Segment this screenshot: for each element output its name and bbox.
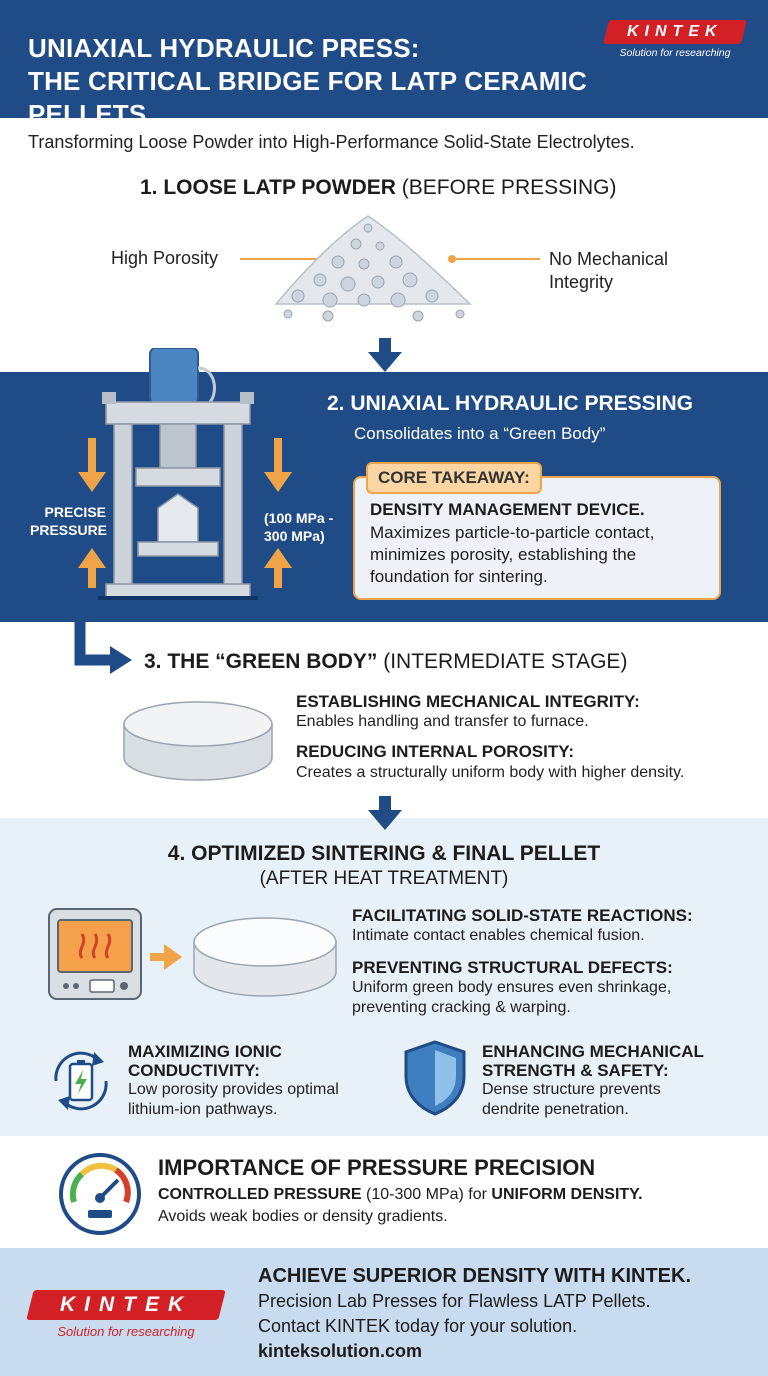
label-no-integrity: No Mechanical Integrity [549, 248, 668, 294]
brand-name: KINTEK [59, 1293, 193, 1316]
brand-logo-header[interactable]: KINTEK Solution for researching [603, 20, 747, 59]
section2-subtitle: Consolidates into a “Green Body” [354, 424, 606, 443]
pressure-range-line1: (100 MPa - [264, 510, 334, 526]
pressure-range-line2: 300 MPa) [264, 528, 325, 544]
section3-title-bold: 3. THE “GREEN BODY” [144, 650, 378, 673]
section1-title-rest: (BEFORE PRESSING) [395, 176, 617, 199]
section5-line2: Avoids weak bodies or density gradients. [158, 1208, 448, 1225]
benefit-head-line1: ENHANCING MECHANICAL [482, 1042, 704, 1061]
footer-url-link[interactable]: kinteksolution.com [258, 1341, 423, 1361]
sintering-item-body-line1: Uniform green body ensures even shrinkag… [352, 979, 672, 996]
elbow-arrow-icon [74, 622, 132, 674]
battery-cycle-icon [54, 1051, 108, 1111]
brand-name: KINTEK [627, 23, 723, 40]
green-body-item-head: REDUCING INTERNAL POROSITY: [296, 742, 574, 761]
section3-title-rest: (INTERMEDIATE STAGE) [377, 650, 628, 673]
sintering-item-body: Intimate contact enables chemical fusion… [352, 927, 645, 944]
core-takeaway-body: Maximizes particle-to-particle contact, … [370, 523, 655, 586]
precise-pressure-label: PRECISE PRESSURE [30, 503, 108, 539]
powder-pile-icon [274, 215, 472, 322]
benefit-body-line2: dendrite penetration. [482, 1101, 629, 1118]
section4-subtitle: (AFTER HEAT TREATMENT) [259, 868, 509, 889]
sintering-item-head: PREVENTING STRUCTURAL DEFECTS: [352, 958, 673, 977]
section5-line1-c: UNIFORM DENSITY. [491, 1186, 643, 1203]
section1-title-bold: 1. LOOSE LATP POWDER [140, 176, 396, 199]
final-pellet-icon [193, 917, 337, 997]
section5-line1-a: CONTROLLED PRESSURE [158, 1186, 362, 1203]
section5-title: IMPORTANCE OF PRESSURE PRECISION [158, 1155, 596, 1180]
core-takeaway-heading: DENSITY MANAGEMENT DEVICE. [370, 500, 645, 519]
brand-logo-footer[interactable]: KINTEK Solution for researching [26, 1290, 226, 1339]
pressure-arrow-icon [264, 438, 292, 588]
sintering-item-body: Uniform green body ensures even shrinkag… [352, 978, 671, 1018]
page-title: UNIAXIAL HYDRAULIC PRESS: THE CRITICAL B… [28, 32, 588, 131]
benefit-head: ENHANCING MECHANICAL STRENGTH & SAFETY: [482, 1042, 704, 1080]
down-arrow-icon [368, 338, 402, 372]
core-takeaway-tag: CORE TAKEAWAY: [366, 462, 542, 494]
benefit-head-line1: MAXIMIZING IONIC [128, 1042, 282, 1061]
section5-line1: CONTROLLED PRESSURE (10-300 MPa) for UNI… [158, 1186, 643, 1204]
footer-title: ACHIEVE SUPERIOR DENSITY WITH KINTEK. [258, 1265, 692, 1287]
precise-pressure-line2: PRESSURE [30, 522, 108, 538]
benefit-body-line1: Dense structure prevents [482, 1081, 661, 1098]
pressure-arrow-icon [78, 438, 106, 588]
pressure-gauge-icon [59, 1153, 141, 1235]
section5-line1-b: (10-300 MPa) for [361, 1186, 492, 1203]
section4-title: 4. OPTIMIZED SINTERING & FINAL PELLET [167, 842, 601, 865]
label-high-porosity: High Porosity [111, 248, 219, 268]
title-line-2: THE CRITICAL BRIDGE FOR LATP CERAMIC PEL… [28, 66, 587, 129]
footer-line1: Precision Lab Presses for Flawless LATP … [258, 1291, 651, 1311]
benefit-body-line2: lithium-ion pathways. [128, 1101, 278, 1118]
precise-pressure-line1: PRECISE [44, 504, 106, 520]
page-subtitle: Transforming Loose Powder into High-Perf… [28, 132, 635, 152]
sintering-item-body-line2: preventing cracking & warping. [352, 999, 571, 1016]
down-arrow-icon [368, 796, 402, 830]
right-arrow-icon [150, 944, 182, 970]
title-line-1: UNIAXIAL HYDRAULIC PRESS: [28, 33, 420, 63]
label-no-integrity-line2: Integrity [549, 272, 614, 292]
green-body-item-body: Enables handling and transfer to furnace… [296, 713, 589, 730]
shield-icon [404, 1040, 466, 1116]
benefit-body: Dense structure prevents dendrite penetr… [482, 1080, 661, 1120]
benefit-body: Low porosity provides optimal lithium-io… [128, 1080, 339, 1120]
pressure-range-label: (100 MPa - 300 MPa) [264, 509, 333, 545]
green-body-item-head: ESTABLISHING MECHANICAL INTEGRITY: [296, 692, 640, 711]
benefit-head-line2: CONDUCTIVITY: [128, 1061, 260, 1080]
green-body-item-body: Creates a structurally uniform body with… [296, 764, 685, 781]
benefit-head-line2: STRENGTH & SAFETY: [482, 1061, 669, 1080]
section1-title: 1. LOOSE LATP POWDER (BEFORE PRESSING) [140, 176, 616, 200]
benefit-body-line1: Low porosity provides optimal [128, 1081, 339, 1098]
section2-title: 2. UNIAXIAL HYDRAULIC PRESSING [327, 392, 693, 415]
hydraulic-press-icon [98, 348, 258, 600]
brand-tagline: Solution for researching [619, 47, 731, 59]
brand-tagline: Solution for researching [57, 1324, 195, 1339]
green-body-pellet-icon [123, 701, 273, 781]
label-no-integrity-line1: No Mechanical [549, 249, 669, 269]
furnace-icon [48, 908, 142, 1000]
header-banner [0, 0, 768, 118]
benefit-head: MAXIMIZING IONIC CONDUCTIVITY: [128, 1042, 282, 1080]
sintering-item-head: FACILITATING SOLID-STATE REACTIONS: [352, 906, 693, 925]
footer-line2: Contact KINTEK today for your solution. [258, 1316, 578, 1336]
section3-title: 3. THE “GREEN BODY” (INTERMEDIATE STAGE) [144, 650, 627, 674]
